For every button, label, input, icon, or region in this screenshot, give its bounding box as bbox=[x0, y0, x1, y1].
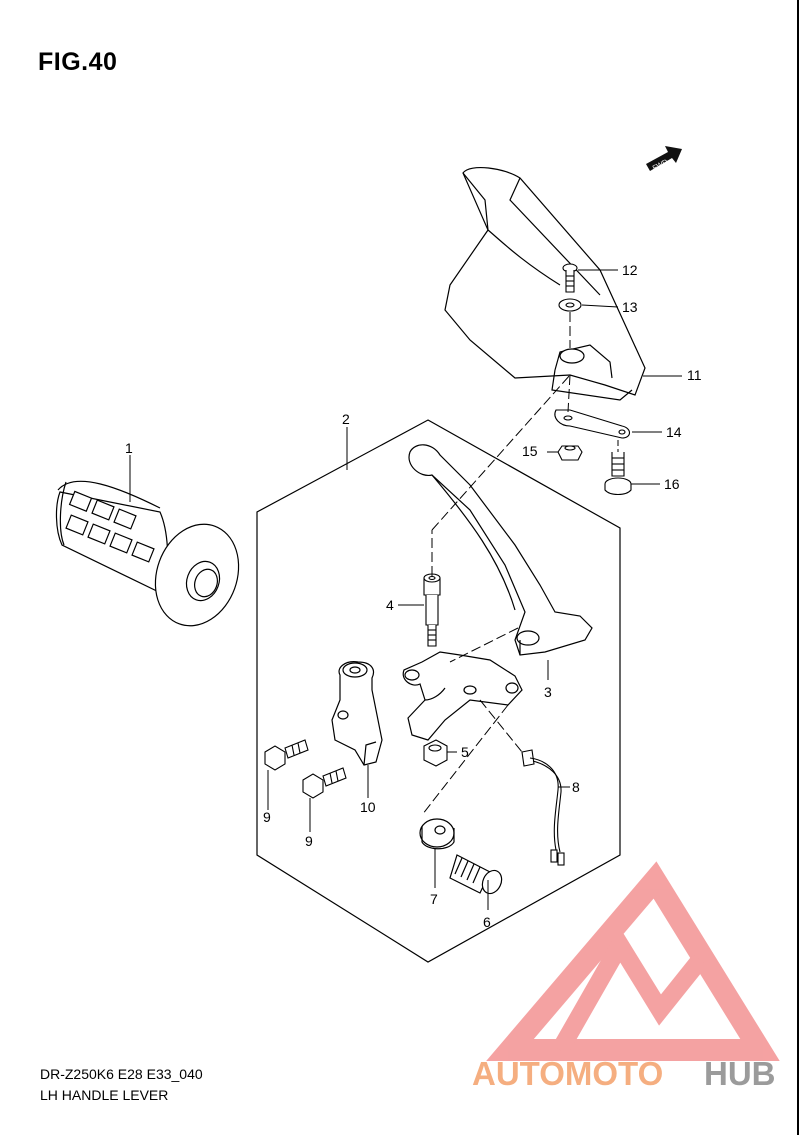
callout-7: 7 bbox=[430, 891, 438, 907]
callout-2: 2 bbox=[342, 411, 350, 427]
callout-6: 6 bbox=[483, 914, 491, 930]
part-bolt-9a bbox=[264, 739, 309, 771]
diagram-subtitle: LH HANDLE LEVER bbox=[40, 1087, 169, 1103]
callout-15: 15 bbox=[522, 443, 538, 459]
fwd-arrow-icon: FWD bbox=[646, 146, 682, 172]
part-bolt-9b bbox=[302, 767, 347, 799]
callout-10: 10 bbox=[360, 799, 376, 815]
callout-5: 5 bbox=[461, 744, 469, 760]
model-code: DR-Z250K6 E28 E33_040 bbox=[40, 1066, 203, 1082]
callout-1: 1 bbox=[125, 440, 133, 456]
callout-3: 3 bbox=[544, 684, 552, 700]
callout-8: 8 bbox=[572, 779, 580, 795]
part-switch-8 bbox=[521, 749, 565, 866]
callout-11: 11 bbox=[687, 367, 702, 383]
part-bolt-16 bbox=[604, 452, 632, 496]
figure-title: FIG.40 bbox=[38, 48, 118, 76]
page-border-right bbox=[797, 0, 799, 1135]
leader-lines bbox=[129, 269, 682, 910]
watermark-text: AUTOMOTO HUB bbox=[472, 1055, 776, 1092]
part-lever bbox=[408, 444, 593, 656]
part-hand-guard bbox=[444, 167, 646, 401]
callout-9b: 9 bbox=[305, 833, 313, 849]
callout-9a: 9 bbox=[263, 809, 271, 825]
callout-14: 14 bbox=[666, 424, 682, 440]
part-pivot-bolt-4 bbox=[423, 573, 441, 647]
part-lever-holder bbox=[402, 651, 523, 741]
watermark-logo-icon bbox=[486, 861, 780, 1061]
assembly-group-boundary bbox=[256, 419, 621, 963]
part-adjuster-nut-7 bbox=[419, 818, 455, 850]
callout-12: 12 bbox=[622, 262, 638, 278]
watermark-part2: HUB bbox=[704, 1055, 776, 1092]
part-screw-12 bbox=[562, 263, 578, 293]
part-nut-15 bbox=[557, 445, 583, 461]
callout-labels: 1 2 3 4 5 6 7 8 9 9 10 11 12 13 14 15 16 bbox=[125, 262, 702, 930]
callout-13: 13 bbox=[622, 299, 638, 315]
part-washer-13 bbox=[558, 298, 582, 312]
callout-4: 4 bbox=[386, 597, 394, 613]
part-clamp-10 bbox=[331, 661, 383, 766]
part-nut-5 bbox=[423, 739, 448, 767]
watermark-part1: AUTOMOTO bbox=[472, 1055, 663, 1092]
callout-16: 16 bbox=[664, 476, 680, 492]
part-grip bbox=[55, 480, 240, 627]
part-adjuster-bolt-6 bbox=[449, 854, 503, 895]
part-bracket-14 bbox=[554, 409, 631, 439]
